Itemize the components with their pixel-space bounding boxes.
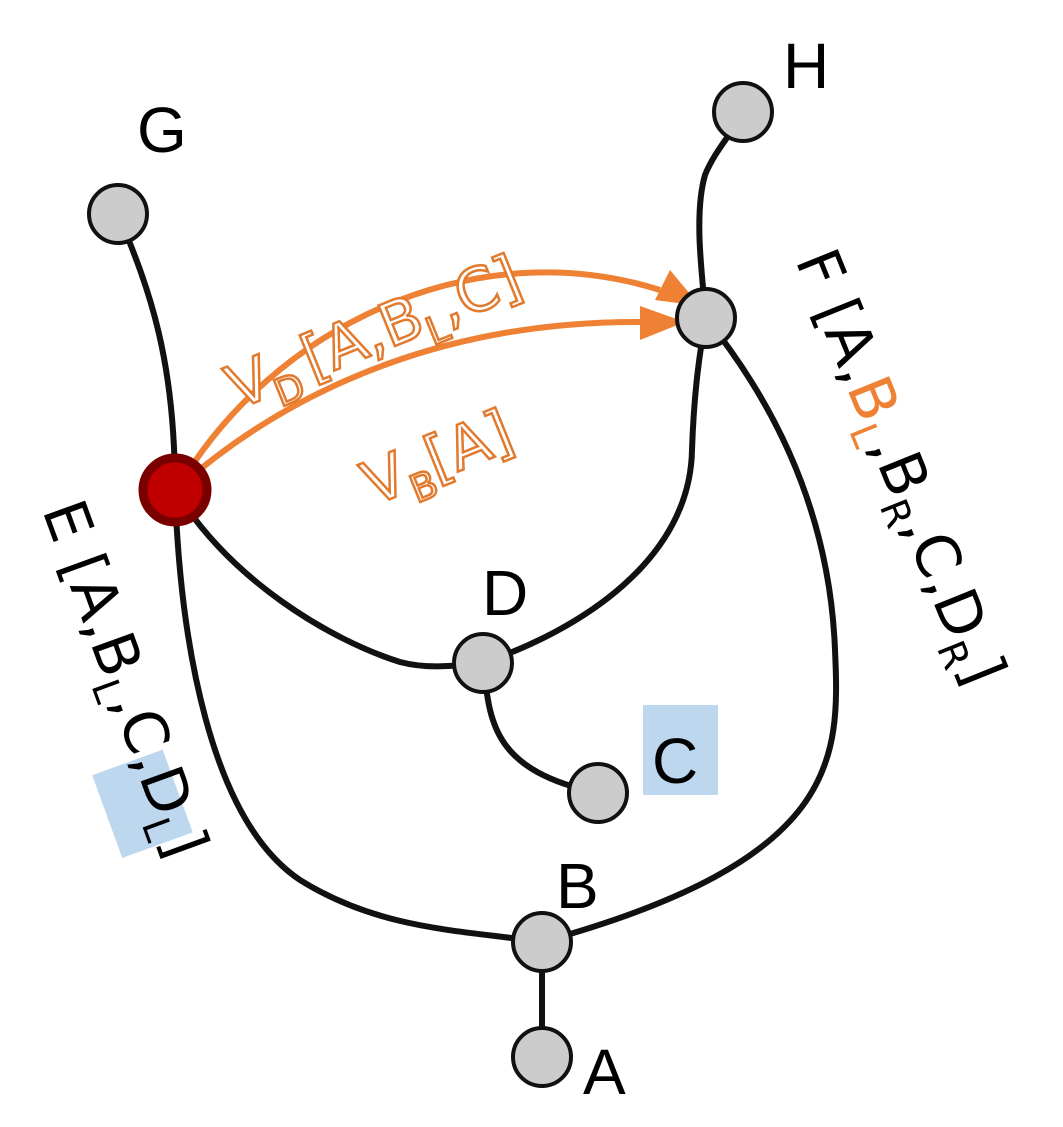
svg-text:F [A,BL,BR,C,DR]: F [A,BL,BR,C,DR]	[774, 239, 1019, 697]
c-highlight-box	[643, 705, 718, 795]
label-b: B	[556, 850, 599, 922]
label-a: A	[583, 1036, 626, 1108]
e-c-highlight-box	[92, 749, 193, 859]
vb-annotation: VB[A]	[352, 396, 526, 527]
f-label: F [A,BL,BR,C,DR]	[774, 239, 1019, 697]
node-a	[511, 1026, 573, 1088]
label-c: C	[652, 725, 698, 797]
node-g	[87, 183, 149, 245]
svg-text:VB[A]: VB[A]	[353, 397, 526, 527]
node-d	[452, 632, 514, 694]
edge-g-e	[115, 211, 178, 493]
node-h	[712, 81, 774, 143]
node-b	[511, 911, 573, 973]
label-d: D	[482, 557, 528, 629]
edge-e-b	[172, 487, 545, 945]
edge-e-d	[172, 487, 486, 670]
label-h: H	[783, 30, 829, 102]
label-g: G	[137, 94, 187, 166]
arrow-vb	[176, 318, 646, 491]
node-e-active	[138, 453, 212, 527]
edge-f-b	[539, 315, 840, 945]
arrow-vd	[175, 269, 661, 490]
arrow-vb-head	[640, 306, 685, 340]
node-f	[675, 287, 737, 349]
node-c	[567, 762, 629, 824]
vd-name: V	[217, 343, 281, 423]
edge-d-f	[480, 315, 709, 666]
